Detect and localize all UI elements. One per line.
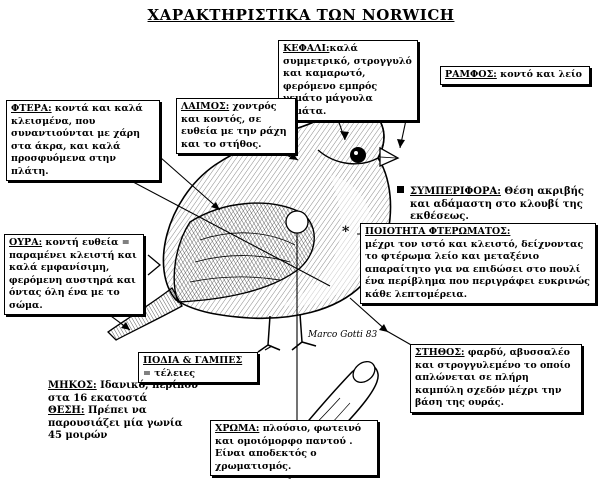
neck-text: χοντρός και κοντός, σε ευθεία με την ράχ… <box>181 101 287 150</box>
star-marker-plumage: * <box>342 224 350 240</box>
diagram-title: ΧΑΡΑΚΤΗΡΙΣΤΙΚΑ ΤΩΝ NORWICH <box>147 6 455 24</box>
tail-box: ΟΥΡΑ: κοντή ευθεία = παραμένει κλειστή κ… <box>4 234 144 315</box>
wings-text: κοντά και καλά κλεισμένα, που συναντιούν… <box>11 103 143 177</box>
behaviour-note: ΣΥΜΠΕΡΙΦΟΡΑ: Θέση ακριβής και αδάμαστη σ… <box>410 186 596 224</box>
artist-signature: Marco Gotti 83 <box>308 330 378 340</box>
plumage-text: μέχρι τον ιστό και κλειστό, δείχνοντας τ… <box>365 238 590 300</box>
length-text: Ιδανικό, περίπου στα 16 εκατοστά <box>48 380 198 404</box>
colour-text: πλούσιο, φωτεινό και ομοιόμορφο παντού .… <box>215 423 362 472</box>
legs-text: = τέλειες <box>143 367 196 379</box>
square-marker-behaviour <box>397 186 404 193</box>
colour-label: ΧΡΩΜΑ: <box>215 423 260 434</box>
wings-label: ΦΤΕΡΑ: <box>11 103 52 114</box>
neck-label: ΛΑΙΜΟΣ: <box>181 101 230 112</box>
bird-legs <box>257 313 317 353</box>
behaviour-label: ΣΥΜΠΕΡΙΦΟΡΑ: <box>410 186 501 197</box>
plumage-label: ΠΟΙΟΤΗΤΑ ΦΤΕΡΩΜΑΤΟΣ: <box>365 226 511 237</box>
length-label: ΜΗΚΟΣ: <box>48 380 97 391</box>
bird-eye <box>350 147 366 163</box>
circle-marker <box>285 210 309 234</box>
plumage-box: ΠΟΙΟΤΗΤΑ ΦΤΕΡΩΜΑΤΟΣ: μέχρι τον ιστό και … <box>360 223 596 304</box>
tail-text: κοντή ευθεία = παραμένει κλειστή και καλ… <box>9 237 137 311</box>
wings-box: ΦΤΕΡΑ: κοντά και καλά κλεισμένα, που συν… <box>6 100 160 181</box>
breast-text: φαρδύ, αβυσσαλέο και στρογγυλεμένο το οπ… <box>415 347 571 408</box>
beak-text: κοντό και λείο <box>500 69 582 80</box>
behaviour-text: Θέση ακριβής και αδάμαστη στο κλουβί της… <box>410 186 585 222</box>
position-text: Πρέπει να παρουσιάζει μία γωνία 45 μοιρώ… <box>48 405 183 441</box>
beak-box: ΡΑΜΦΟΣ: κοντό και λείο <box>440 66 590 85</box>
breast-box: ΣΤΗΘΟΣ: φαρδύ, αβυσσαλέο και στρογγυλεμέ… <box>410 344 582 413</box>
breast-label: ΣΤΗΘΟΣ: <box>415 347 465 358</box>
position-label: ΘΕΣΗ: <box>48 405 85 416</box>
head-box: ΚΕΦΑΛΙ:καλά συμμετρικό, στρογγυλό και κα… <box>278 40 418 121</box>
neck-box: ΛΑΙΜΟΣ: χοντρός και κοντός, σε ευθεία με… <box>176 98 296 154</box>
size-note: ΜΗΚΟΣ: Ιδανικό, περίπου στα 16 εκατοστά … <box>48 380 198 443</box>
head-label: ΚΕΦΑΛΙ: <box>283 43 330 54</box>
bird-body <box>162 105 392 320</box>
head-text: καλά συμμετρικό, στρογγυλό και καμαρωτό,… <box>283 43 412 117</box>
legs-label: ΠΟΔΙΑ & ΓΑΜΠΕΣ <box>143 355 243 366</box>
colour-box: ΧΡΩΜΑ: πλούσιο, φωτεινό και ομοιόμορφο π… <box>210 420 378 476</box>
beak-label: ΡΑΜΦΟΣ: <box>445 69 497 80</box>
pointer-arrows <box>121 131 405 332</box>
tail-label: ΟΥΡΑ: <box>9 237 43 248</box>
legs-box: ΠΟΔΙΑ & ΓΑΜΠΕΣ = τέλειες <box>138 352 258 383</box>
